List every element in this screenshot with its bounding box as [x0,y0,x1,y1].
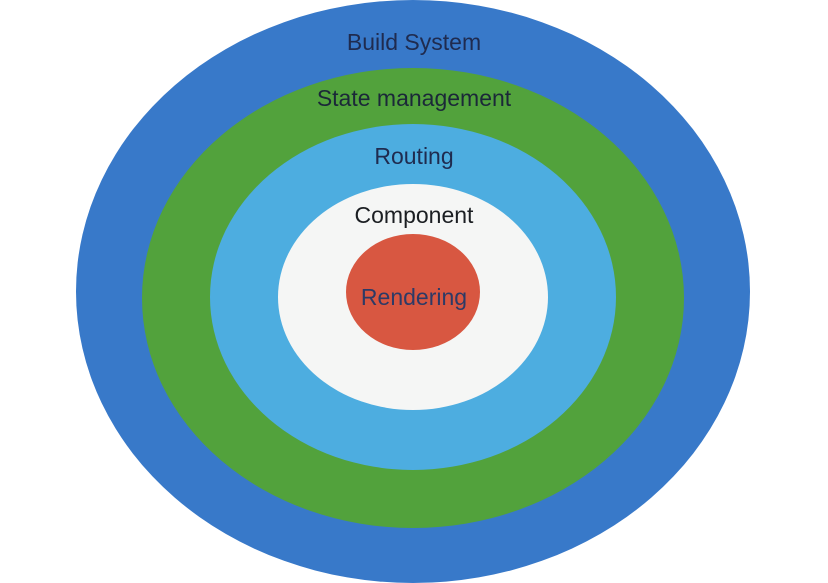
build-system-label: Build System [346,29,482,55]
rendering-core [346,234,480,350]
routing-label: Routing [374,143,454,169]
rendering-label: Rendering [360,284,468,310]
state-management-label: State management [316,85,512,111]
component-label: Component [354,202,474,228]
